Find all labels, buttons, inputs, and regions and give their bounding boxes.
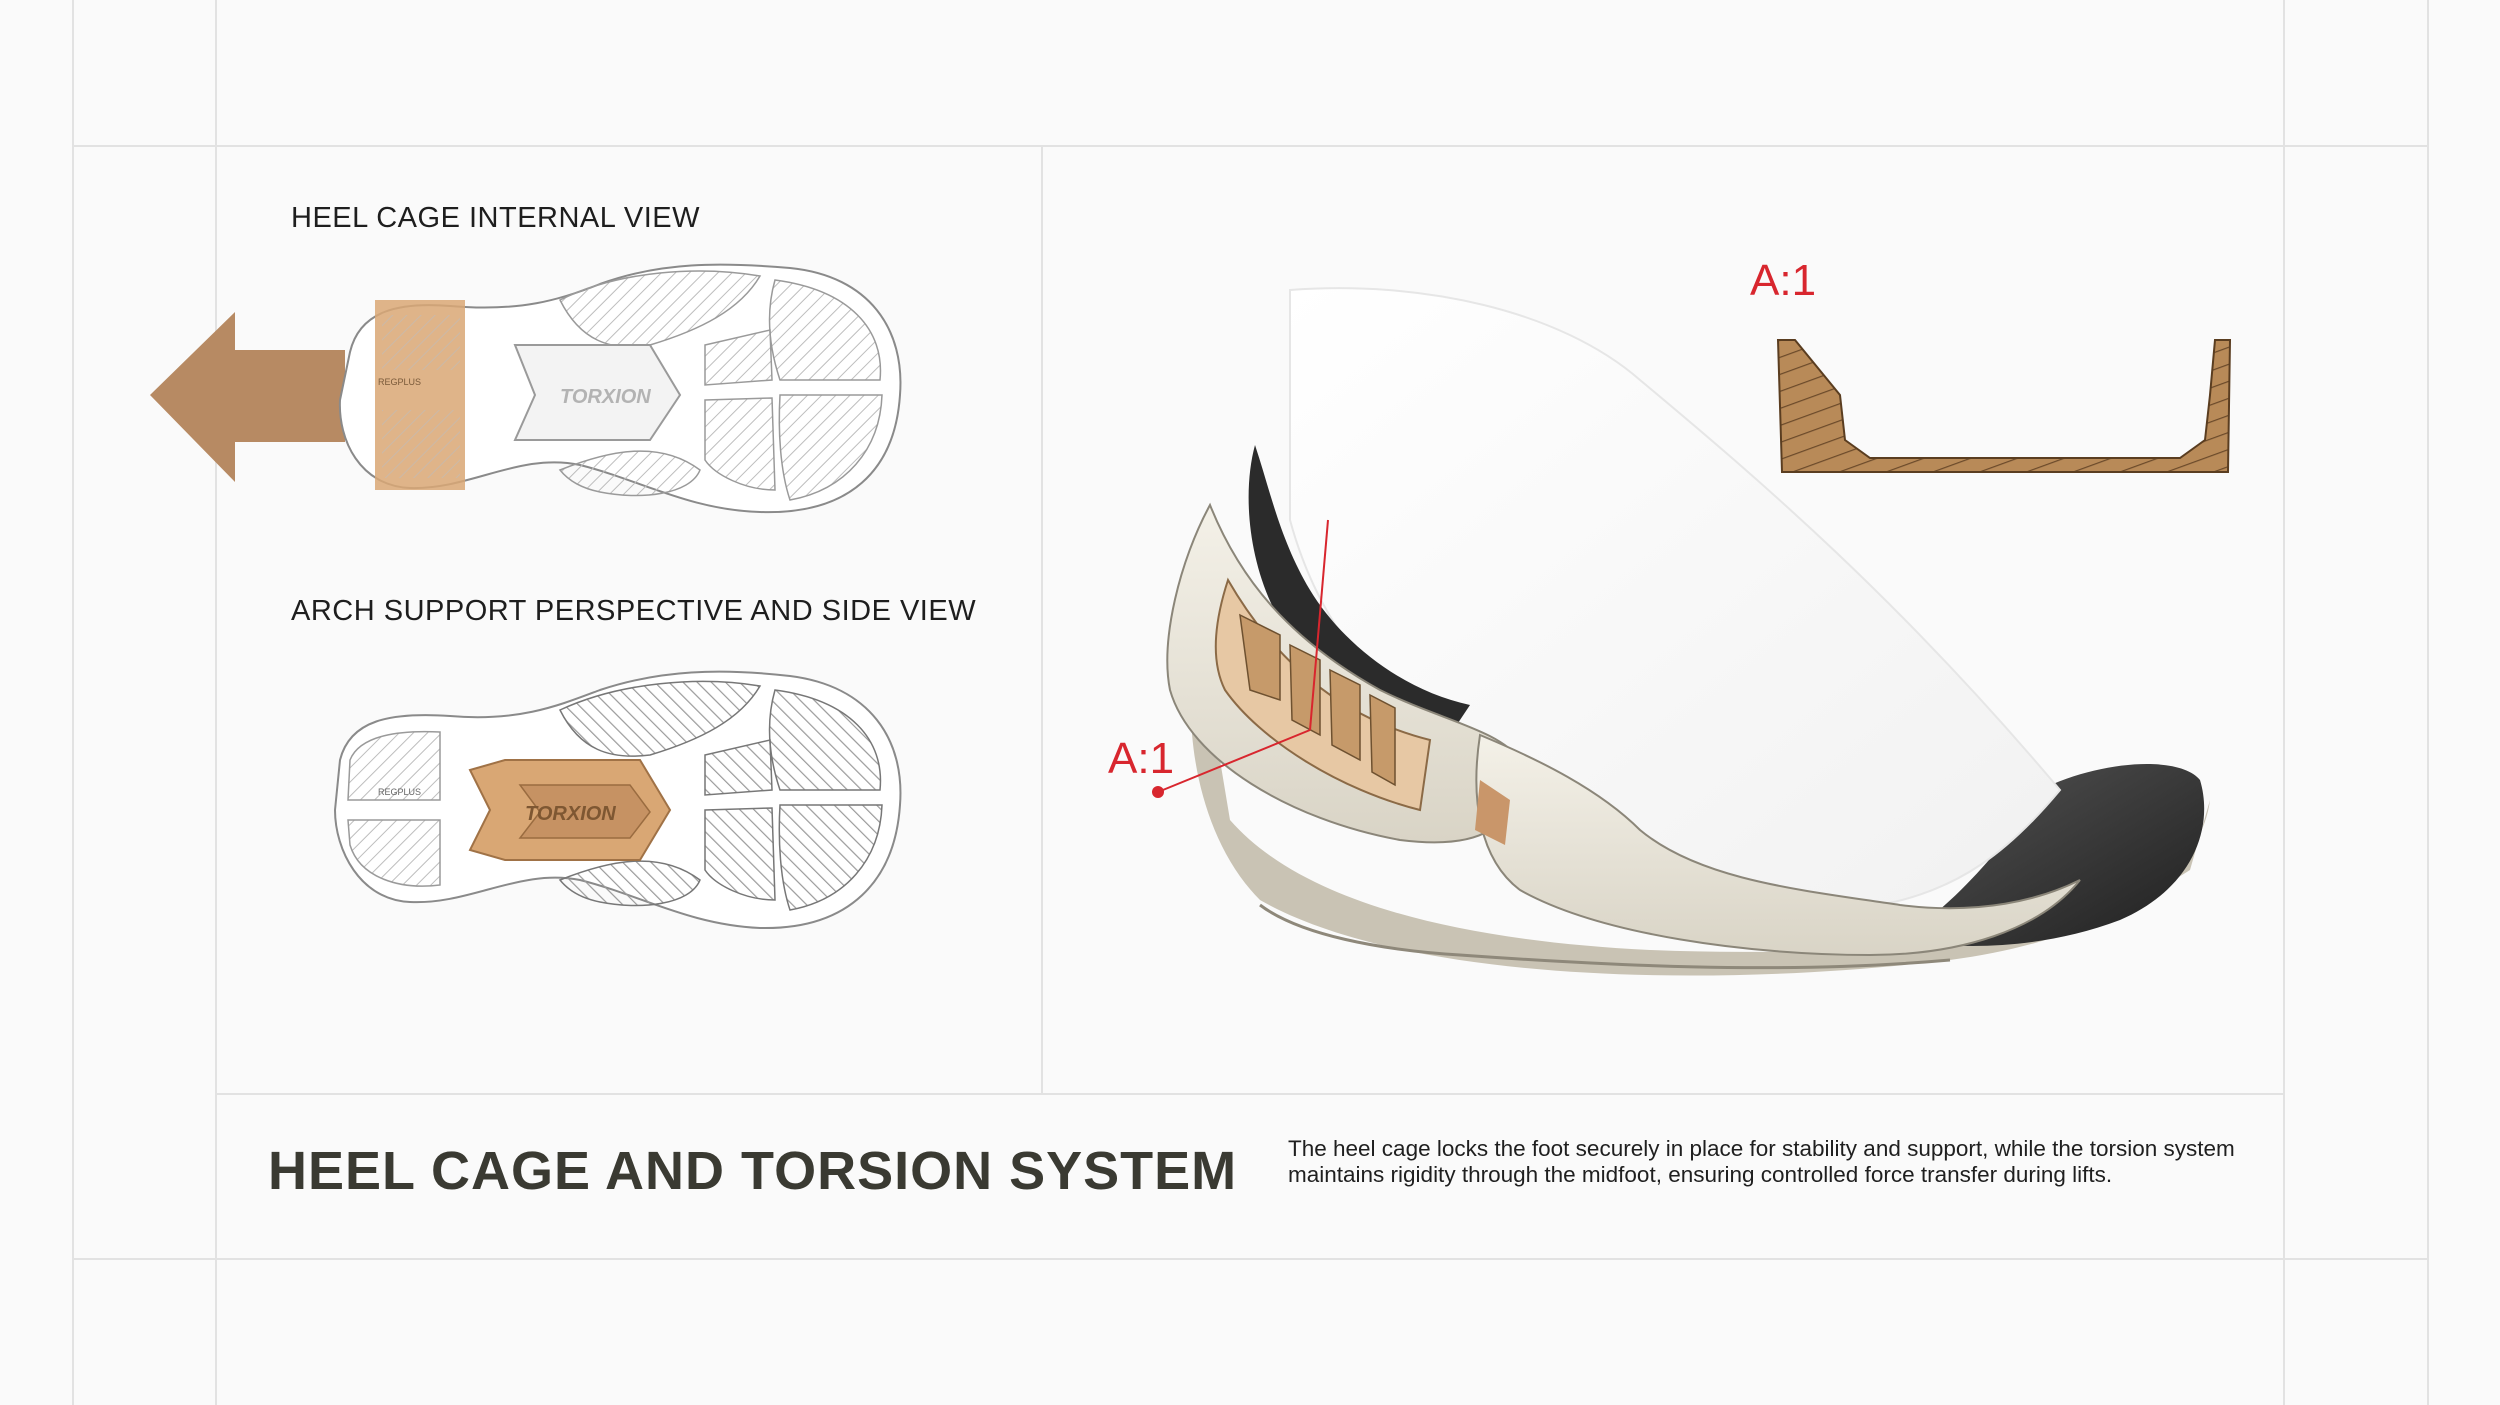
torsion-logo-top: TORXION: [560, 386, 651, 408]
grid-line-right-inner: [2283, 0, 2285, 1405]
grid-line-top: [72, 145, 2428, 147]
heel-cage-label: HEEL CAGE INTERNAL VIEW: [291, 202, 700, 234]
grid-line-left-inner: [215, 0, 217, 1405]
grid-line-footer-top: [215, 1093, 2285, 1095]
grid-line-bottom: [72, 1258, 2428, 1260]
heel-cage-sole-diagram: TORXION REGPLUS: [150, 263, 902, 514]
callout-dot: [1152, 786, 1164, 798]
torsion-logo-bottom: TORXION: [525, 803, 616, 825]
shoe-illustration: [1166, 287, 2210, 976]
section-detail-label: A:1: [1750, 256, 1817, 305]
section-marker-label: A:1: [1108, 734, 1175, 783]
arch-support-label: ARCH SUPPORT PERSPECTIVE AND SIDE VIEW: [291, 595, 977, 627]
grid-line-left-outer: [72, 0, 74, 1405]
arch-support-sole-diagram: TORXION REGPLUS: [333, 670, 902, 930]
page-title: HEEL CAGE AND TORSION SYSTEM: [268, 1141, 1238, 1201]
brand-mark-bottom: REGPLUS: [378, 787, 421, 797]
brand-mark-top: REGPLUS: [378, 377, 421, 387]
grid-line-center: [1041, 145, 1043, 1093]
section-callout: [1152, 519, 1329, 798]
description-text: The heel cage locks the foot securely in…: [1288, 1136, 2235, 1187]
cross-section-detail: [1776, 339, 2232, 473]
grid-line-right-outer: [2427, 0, 2429, 1405]
arrow-left-icon: [150, 312, 345, 482]
